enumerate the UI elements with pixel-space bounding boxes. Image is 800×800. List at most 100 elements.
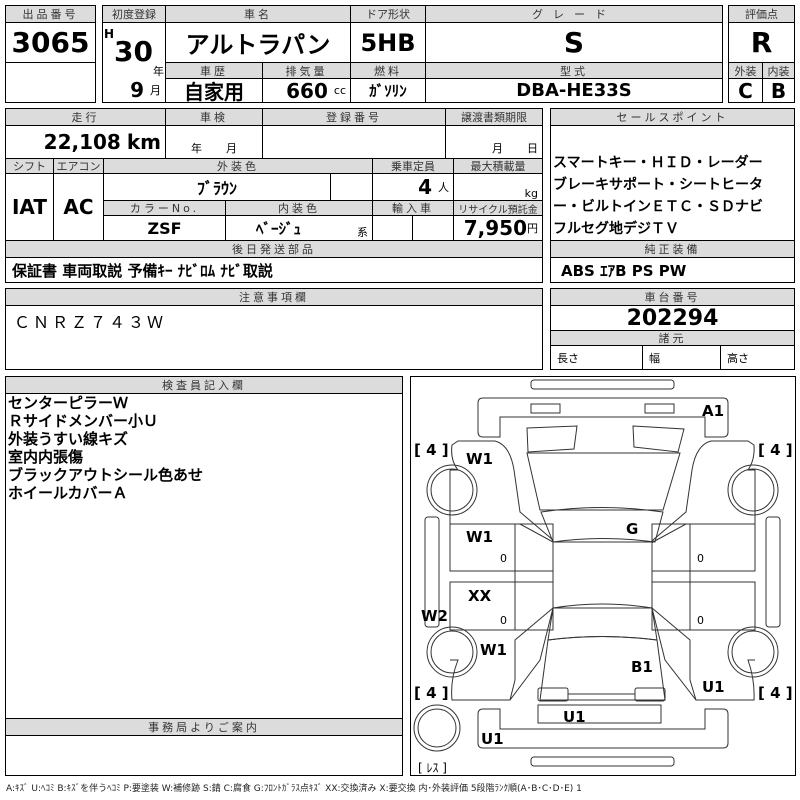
car-name-label: 車名 xyxy=(165,5,351,23)
door-type: 5HB xyxy=(350,22,426,63)
shift-label: シフト xyxy=(5,158,54,174)
spare-tire: [ ﾚｽ ] xyxy=(418,761,447,775)
trunk xyxy=(539,636,666,701)
mark-pillar: W2 xyxy=(421,607,448,625)
rear-fender-right xyxy=(651,606,755,701)
mark-front: A1 xyxy=(702,402,724,420)
rear-panel xyxy=(537,704,662,724)
office-notes xyxy=(5,735,403,776)
transfer-date: 月日 xyxy=(445,125,543,159)
reg-no xyxy=(262,125,446,159)
grade-label: グレード xyxy=(425,5,723,23)
door-zero: 0 xyxy=(697,552,704,565)
first-reg-year: H 30 年 xyxy=(102,22,166,79)
history: 自家用 xyxy=(165,78,263,103)
headlamps xyxy=(526,425,685,453)
transfer-month-unit: 月 xyxy=(492,142,503,155)
history-label: 車歴 xyxy=(165,62,263,79)
tire-rr: [ 4 ] xyxy=(758,684,793,702)
rear-fender-left xyxy=(450,606,554,701)
front-fender-left xyxy=(449,440,554,543)
car-name: アルトラパン xyxy=(165,22,351,63)
color-no-label: カラーNo. xyxy=(103,200,226,216)
import-a xyxy=(372,215,413,241)
recycle-unit: 円 xyxy=(527,222,538,235)
sales-line: フルセグ地デジＴＶ xyxy=(553,221,679,237)
capacity-value: 4 xyxy=(418,175,432,199)
sales-line: ー・ビルトインＥＴＣ・ＳＤナビ xyxy=(553,199,763,215)
mark-door-fl: W1 xyxy=(466,528,493,546)
month: 9 xyxy=(130,78,144,102)
chassis-number: 202294 xyxy=(550,305,795,331)
load: kg xyxy=(453,173,543,201)
tire-fl: [ 4 ] xyxy=(414,441,449,459)
door-zero: 0 xyxy=(697,614,704,627)
ac-label: エアコン xyxy=(53,158,104,174)
rear-bar xyxy=(530,756,675,767)
equip-label: 純正装備 xyxy=(550,240,795,258)
office-label: 事務局よりご案内 xyxy=(5,718,403,736)
ext-color: ﾌﾞﾗｳﾝ xyxy=(103,173,331,201)
mark-rear-panel: U1 xyxy=(563,708,586,726)
front-lamp-right xyxy=(644,403,675,414)
score: R xyxy=(728,22,795,63)
recycle-label: リサイクル預託金 xyxy=(453,200,543,216)
roof xyxy=(552,541,653,609)
int-color: ﾍﾞｰｼﾞｭ 系 xyxy=(225,215,373,241)
mark-fender-fl: W1 xyxy=(466,450,493,468)
sales-line: ブレーキサポート・シートヒータ xyxy=(553,177,763,193)
diagram-frame xyxy=(410,376,796,776)
fuel-label: 燃料 xyxy=(350,62,426,79)
int-color-label: 内装色 xyxy=(225,200,373,216)
door-lines xyxy=(514,524,691,630)
month-unit: 月 xyxy=(150,84,161,97)
int-color-unit: 系 xyxy=(357,226,368,239)
mark-trunk: B1 xyxy=(631,658,653,676)
side-sill-right xyxy=(765,516,781,628)
inspection-label: 車検 xyxy=(165,108,263,126)
later-parts-label: 後日発送部品 xyxy=(5,240,543,258)
transfer-day-unit: 日 xyxy=(527,142,538,155)
windshield xyxy=(540,507,664,543)
inspector-label: 検査員記入欄 xyxy=(5,376,403,394)
displacement-unit: cc xyxy=(333,84,346,97)
reg-no-label: 登録番号 xyxy=(262,108,446,126)
displacement: 660 cc xyxy=(262,78,351,103)
mileage-unit: km xyxy=(126,130,161,154)
mileage-label: 走行 xyxy=(5,108,166,126)
chassis-label: 車台番号 xyxy=(550,288,795,306)
model-label: 型式 xyxy=(425,62,723,79)
int-grade-label: 内装 xyxy=(762,62,795,79)
spec-width: 幅 xyxy=(642,345,721,370)
notes: ＣＮＲＺ７４３Ｗ xyxy=(5,305,543,370)
doors-left xyxy=(449,523,554,631)
lot-empty xyxy=(5,62,96,103)
mark-door-rl: XX xyxy=(468,587,492,605)
capacity-label: 乗車定員 xyxy=(372,158,454,174)
mark-rear-bumper: U1 xyxy=(481,730,504,748)
front-bar xyxy=(530,379,675,390)
ext-color-label: 外装色 xyxy=(103,158,373,174)
year-unit: 年 xyxy=(153,65,164,78)
color-no: ZSF xyxy=(103,215,226,241)
inspector-line: 外装うすい線キズ xyxy=(8,430,129,448)
door-zero: 0 xyxy=(500,552,507,565)
later-parts: 保証書 車両取説 予備ｷｰ ﾅﾋﾞﾛﾑ ﾅﾋﾞ取説 xyxy=(5,257,543,283)
displacement-value: 660 xyxy=(286,78,328,103)
tire-rl: [ 4 ] xyxy=(414,684,449,702)
ac: AC xyxy=(53,173,104,241)
fuel: ｶﾞｿﾘﾝ xyxy=(350,78,426,103)
rear-bumper xyxy=(477,708,729,749)
front-bumper xyxy=(477,397,729,438)
mark-windshield: G xyxy=(626,520,638,538)
damage-diagram: A1 [ 4 ] [ 4 ] [ 4 ] [ 4 ] W1 G W1 XX W2… xyxy=(410,376,796,776)
first-reg-label: 初度登録 xyxy=(102,5,166,23)
recycle-value: 7,950 xyxy=(463,216,527,240)
inspector-line: センターピラーＷ xyxy=(8,394,129,412)
rear-lamp-right xyxy=(634,687,666,702)
int-grade: B xyxy=(762,78,795,103)
int-color-value: ﾍﾞｰｼﾞｭ xyxy=(256,219,302,238)
